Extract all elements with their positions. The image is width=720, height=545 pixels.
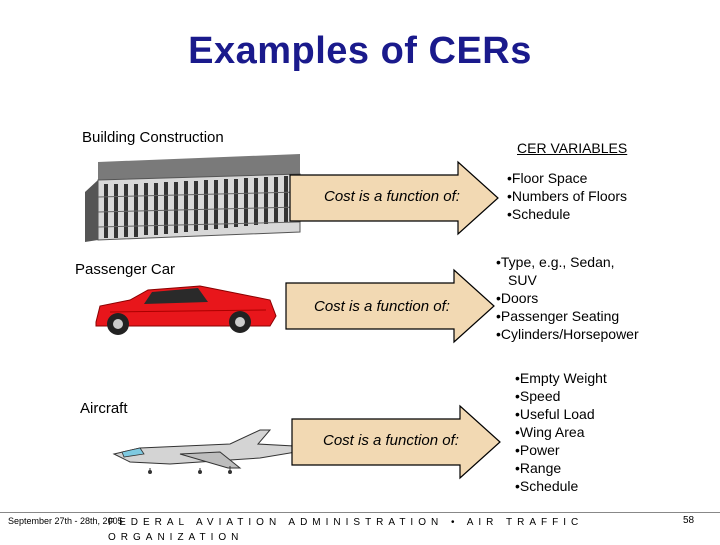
list-item: Range xyxy=(515,459,607,477)
slide-title: Examples of CERs xyxy=(188,30,532,72)
aircraft-arrow xyxy=(291,404,501,480)
cer-variables-header: CER VARIABLES xyxy=(517,140,628,156)
building-arrow-text: Cost is a function of: xyxy=(324,188,460,205)
building-illustration xyxy=(85,154,301,242)
car-label: Passenger Car xyxy=(75,261,176,278)
list-item: Schedule xyxy=(515,477,607,495)
footer-divider xyxy=(0,512,720,513)
list-item: Schedule xyxy=(507,205,627,223)
list-item: Useful Load xyxy=(515,405,607,423)
car-arrow xyxy=(285,268,495,344)
list-item: Doors xyxy=(496,289,639,307)
aircraft-illustration xyxy=(112,429,297,474)
list-item: Cylinders/Horsepower xyxy=(496,325,639,343)
list-item: Type, e.g., Sedan, xyxy=(496,253,639,271)
car-bullets: Type, e.g., Sedan, SUV Doors Passenger S… xyxy=(496,253,639,343)
footer-organization: FEDERAL AVIATION ADMINISTRATION • AIR TR… xyxy=(108,517,584,543)
list-item: Speed xyxy=(515,387,607,405)
aircraft-bullets: Empty Weight Speed Useful Load Wing Area… xyxy=(515,369,607,495)
building-arrow xyxy=(289,160,499,236)
list-item: Numbers of Floors xyxy=(507,187,627,205)
list-item: SUV xyxy=(508,272,537,288)
aircraft-label: Aircraft xyxy=(80,400,128,417)
car-illustration xyxy=(95,285,277,335)
list-item: Power xyxy=(515,441,607,459)
building-bullets: Floor Space Numbers of Floors Schedule xyxy=(507,169,627,223)
building-label: Building Construction xyxy=(82,129,224,146)
list-item: Wing Area xyxy=(515,423,607,441)
car-wheel-icon xyxy=(107,313,129,335)
list-item: Floor Space xyxy=(507,169,627,187)
page-number: 58 xyxy=(683,515,695,526)
aircraft-arrow-text: Cost is a function of: xyxy=(323,432,459,449)
car-arrow-text: Cost is a function of: xyxy=(314,298,450,315)
footer-date: September 27th - 28th, 2005 xyxy=(8,516,123,526)
list-item: Empty Weight xyxy=(515,369,607,387)
list-item: Passenger Seating xyxy=(496,307,639,325)
